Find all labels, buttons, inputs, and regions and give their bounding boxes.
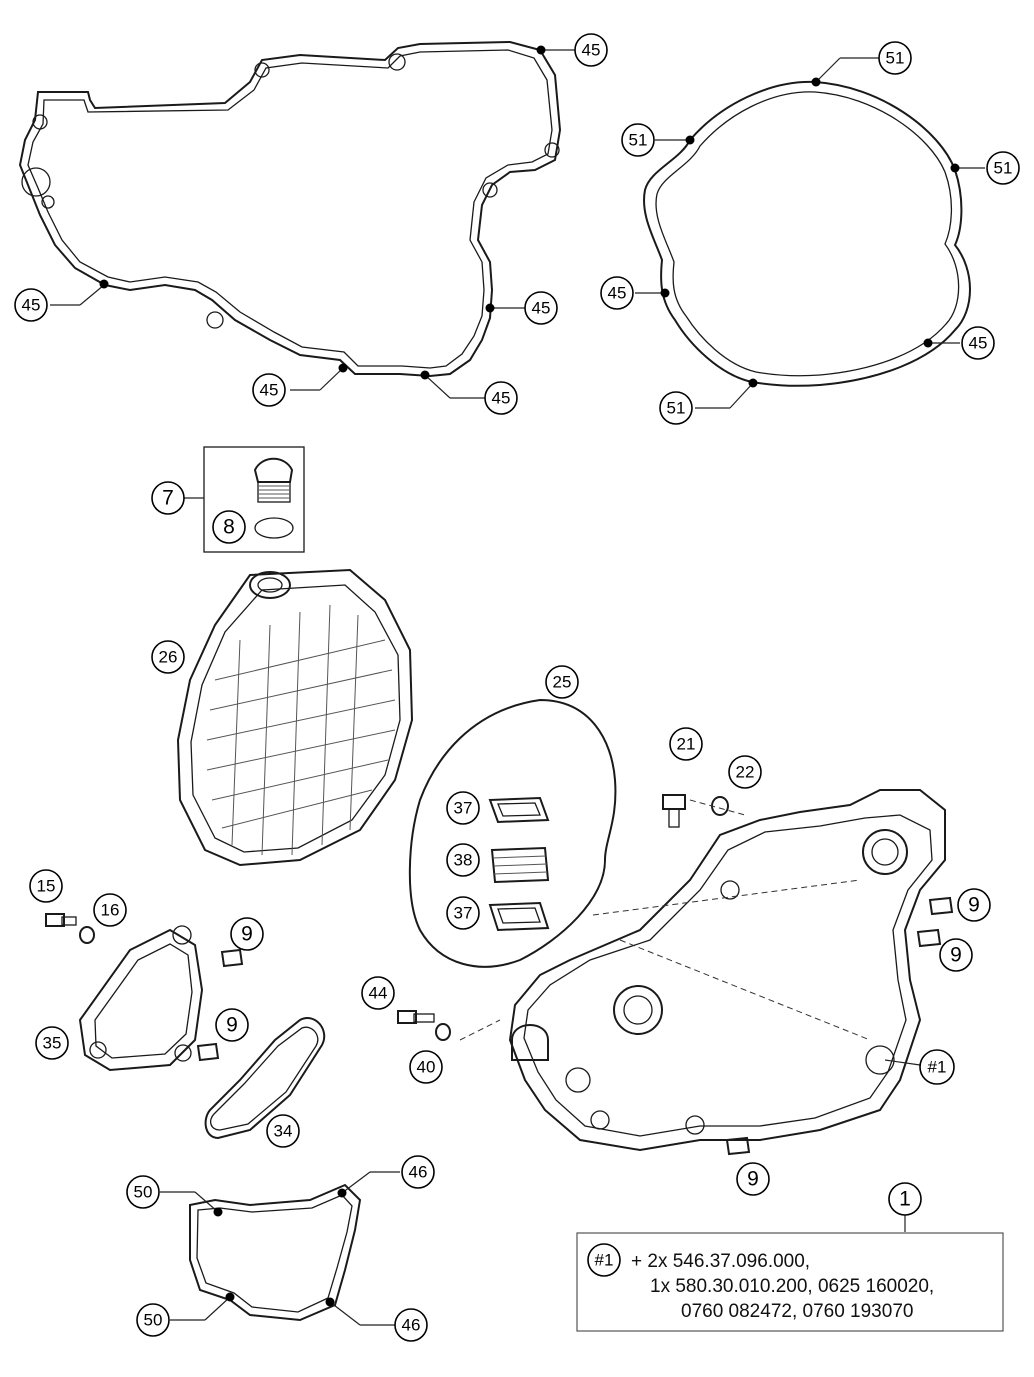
- svg-text:45: 45: [492, 389, 511, 408]
- callout-8: 8: [212, 510, 246, 544]
- svg-text:9: 9: [241, 923, 253, 946]
- svg-text:45: 45: [582, 41, 601, 60]
- callout-45g: 45: [961, 326, 995, 360]
- callout-9c: 9: [957, 888, 991, 922]
- callout-45e: 45: [484, 381, 518, 415]
- svg-text:7: 7: [162, 487, 174, 510]
- clutch-cover: [459, 789, 946, 1152]
- callout-35: 35: [35, 1026, 69, 1060]
- svg-text:15: 15: [37, 877, 56, 896]
- svg-text:46: 46: [409, 1163, 428, 1182]
- callout-9e: 9: [736, 1162, 770, 1196]
- callout-1: 1: [888, 1182, 922, 1216]
- callout-37a: 37: [446, 791, 480, 825]
- callout-40: 40: [409, 1050, 443, 1084]
- callout-15: 15: [29, 869, 63, 903]
- callout-45f: 45: [600, 276, 634, 310]
- svg-text:34: 34: [274, 1122, 293, 1141]
- svg-text:45: 45: [260, 381, 279, 400]
- svg-text:44: 44: [369, 984, 388, 1003]
- callout-51a: 51: [878, 41, 912, 75]
- callout-38: 38: [446, 843, 480, 877]
- svg-text:40: 40: [417, 1058, 436, 1077]
- callout-21: 21: [669, 727, 703, 761]
- svg-text:1: 1: [899, 1188, 911, 1211]
- kit-note-box: #1 + 2x 546.37.096.000, 1x 580.30.010.20…: [576, 1232, 1004, 1332]
- callout-34: 34: [266, 1114, 300, 1148]
- callout-45c: 45: [524, 291, 558, 325]
- note-line-2: 1x 580.30.010.200, 0625 160020,: [650, 1276, 934, 1297]
- bolt-and-washer-44-40: [397, 1010, 451, 1041]
- callout-46a: 46: [401, 1155, 435, 1189]
- water-pump-cover: [78, 925, 204, 1072]
- bottom-gasket: [189, 1183, 362, 1322]
- ignition-cover: [176, 568, 414, 867]
- callout-45d: 45: [252, 373, 286, 407]
- leader-lines: [50, 49, 985, 1326]
- callout-46b: 46: [394, 1308, 428, 1342]
- svg-text:#1: #1: [928, 1058, 947, 1077]
- svg-text:26: 26: [159, 648, 178, 667]
- callout-25: 25: [545, 665, 579, 699]
- svg-text:#1: #1: [595, 1251, 614, 1270]
- svg-text:16: 16: [101, 901, 120, 920]
- callout-51b: 51: [621, 123, 655, 157]
- svg-text:37: 37: [454, 799, 473, 818]
- callout-45b: 45: [14, 288, 48, 322]
- bolt-and-washer-15-16: [45, 913, 95, 944]
- callout-26: 26: [151, 640, 185, 674]
- svg-text:9: 9: [226, 1014, 238, 1037]
- callout-51c: 51: [986, 151, 1020, 185]
- svg-text:22: 22: [736, 763, 755, 782]
- svg-text:9: 9: [950, 944, 962, 967]
- callout-50a: 50: [126, 1175, 160, 1209]
- svg-text:50: 50: [144, 1311, 163, 1330]
- note-ref-badge: #1: [587, 1243, 621, 1277]
- bolt-and-washer-21-22: [662, 794, 746, 828]
- dowel-pins-left: [196, 948, 244, 1062]
- callout-50b: 50: [136, 1303, 170, 1337]
- svg-text:45: 45: [22, 296, 41, 315]
- svg-text:8: 8: [223, 516, 235, 539]
- svg-text:45: 45: [608, 284, 627, 303]
- svg-text:45: 45: [969, 334, 988, 353]
- svg-text:51: 51: [667, 399, 686, 418]
- svg-text:50: 50: [134, 1183, 153, 1202]
- callout-45a: 45: [574, 33, 608, 67]
- svg-text:9: 9: [968, 894, 980, 917]
- callout-9a: 9: [230, 917, 264, 951]
- svg-text:38: 38: [454, 851, 473, 870]
- callout-37b: 37: [446, 896, 480, 930]
- note-line-1: + 2x 546.37.096.000,: [631, 1251, 810, 1272]
- callout-44: 44: [361, 976, 395, 1010]
- callout-9d: 9: [939, 938, 973, 972]
- callout-16: 16: [93, 893, 127, 927]
- svg-text:35: 35: [43, 1034, 62, 1053]
- dowel-pins-right: [725, 896, 954, 1156]
- svg-text:21: 21: [677, 735, 696, 754]
- callout-51d: 51: [659, 391, 693, 425]
- callout-22: 22: [728, 755, 762, 789]
- clutch-cover-gasket: [643, 80, 971, 387]
- svg-text:9: 9: [747, 1168, 759, 1191]
- callout-ref-1-on-cover: #1: [919, 1049, 955, 1085]
- svg-text:37: 37: [454, 904, 473, 923]
- svg-text:46: 46: [402, 1316, 421, 1335]
- svg-text:51: 51: [994, 159, 1013, 178]
- water-pump-gasket: [204, 1017, 326, 1140]
- crankcase-gasket: [18, 40, 562, 378]
- svg-text:45: 45: [532, 299, 551, 318]
- svg-text:51: 51: [629, 131, 648, 150]
- callout-9b: 9: [215, 1008, 249, 1042]
- outer-clutch-gasket: [408, 698, 617, 968]
- valve-pads: [488, 796, 550, 932]
- callout-7: 7: [151, 481, 185, 515]
- svg-text:25: 25: [553, 673, 572, 692]
- reference-dots: [99, 45, 960, 1307]
- plug-and-oring-box: [203, 446, 305, 553]
- svg-text:51: 51: [886, 49, 905, 68]
- note-line-3: 0760 082472, 0760 193070: [681, 1301, 913, 1322]
